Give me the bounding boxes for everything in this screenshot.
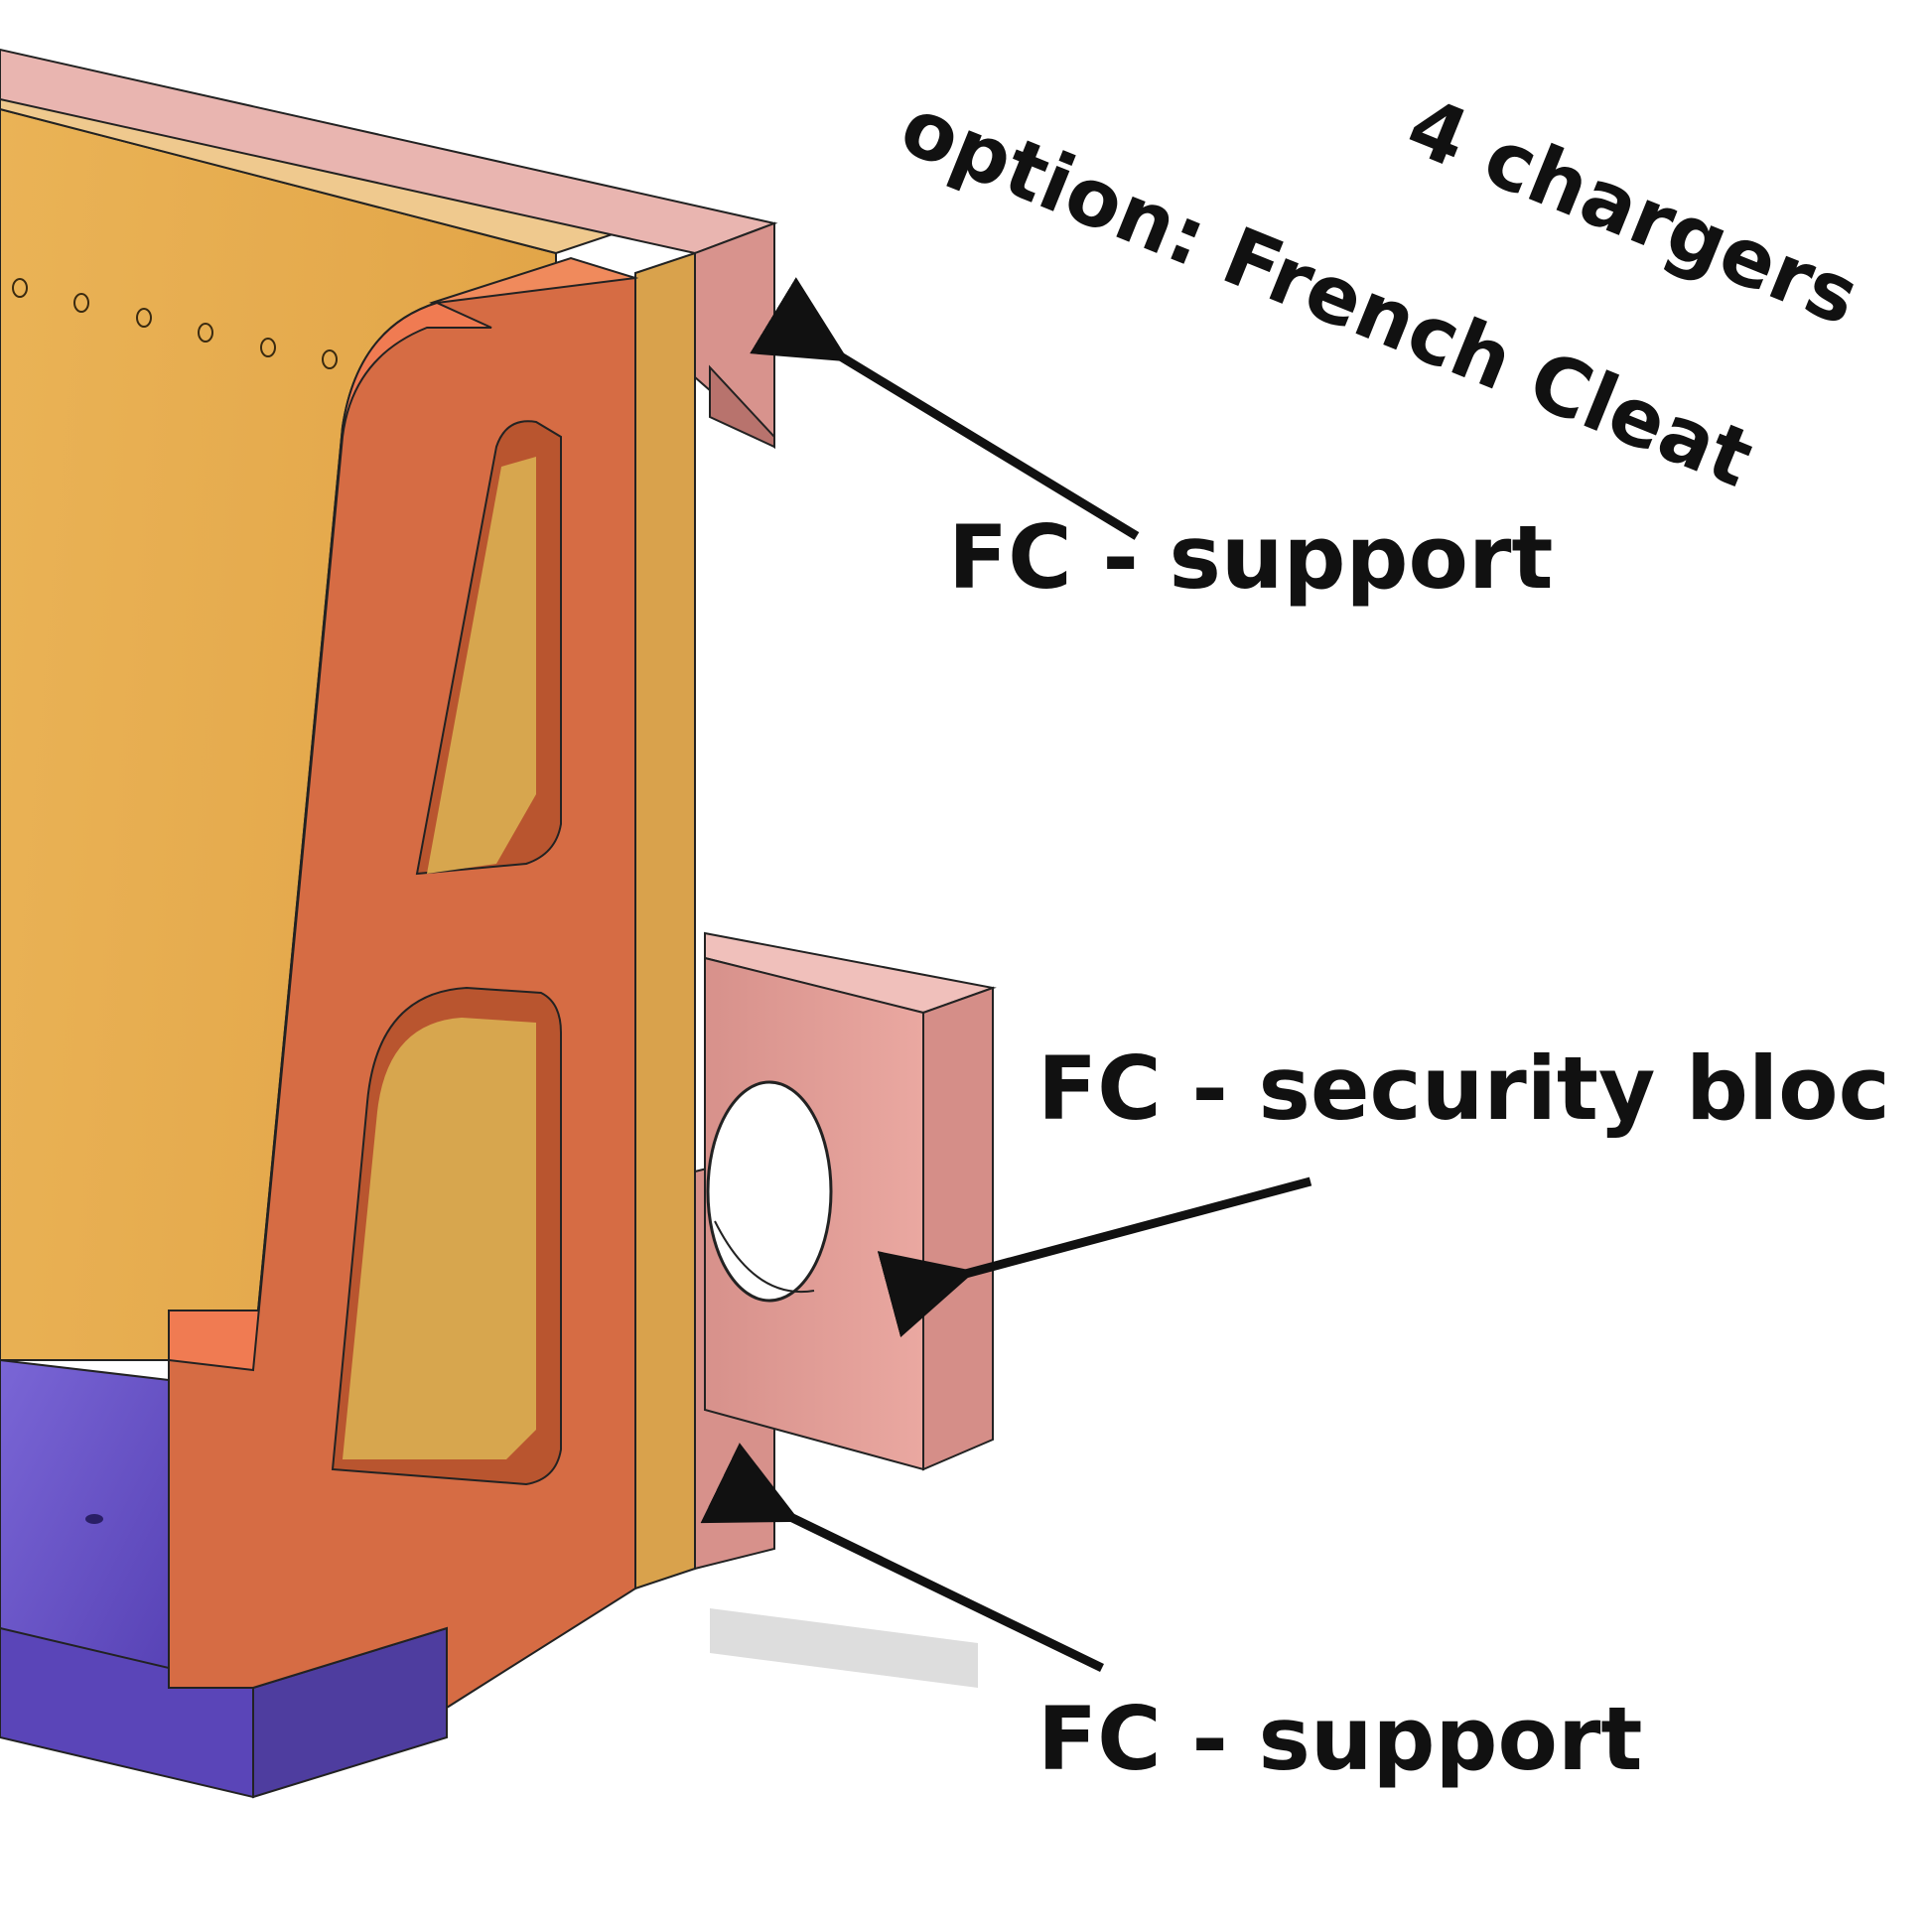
security-bloc bbox=[704, 931, 997, 1471]
arrow-security-bloc bbox=[877, 1176, 1312, 1338]
cleat-mount-column bbox=[634, 251, 696, 1590]
callout-label-bottom-support: FC - support bbox=[1037, 1688, 1643, 1790]
side-bracket bbox=[168, 256, 639, 1710]
french-cleat-top bbox=[0, 48, 778, 450]
mounting-hole bbox=[706, 1080, 833, 1303]
vent-holes bbox=[12, 278, 338, 369]
callout-arrows bbox=[700, 277, 1312, 1673]
callout-label-security-bloc: FC - security bloc bbox=[1037, 1037, 1890, 1140]
arrow-top-support bbox=[750, 277, 1140, 540]
drop-shadow bbox=[710, 1608, 978, 1688]
callout-label-top-support: FC - support bbox=[948, 506, 1554, 609]
arrow-bottom-support bbox=[700, 1443, 1104, 1673]
screw-hole bbox=[85, 1514, 103, 1524]
